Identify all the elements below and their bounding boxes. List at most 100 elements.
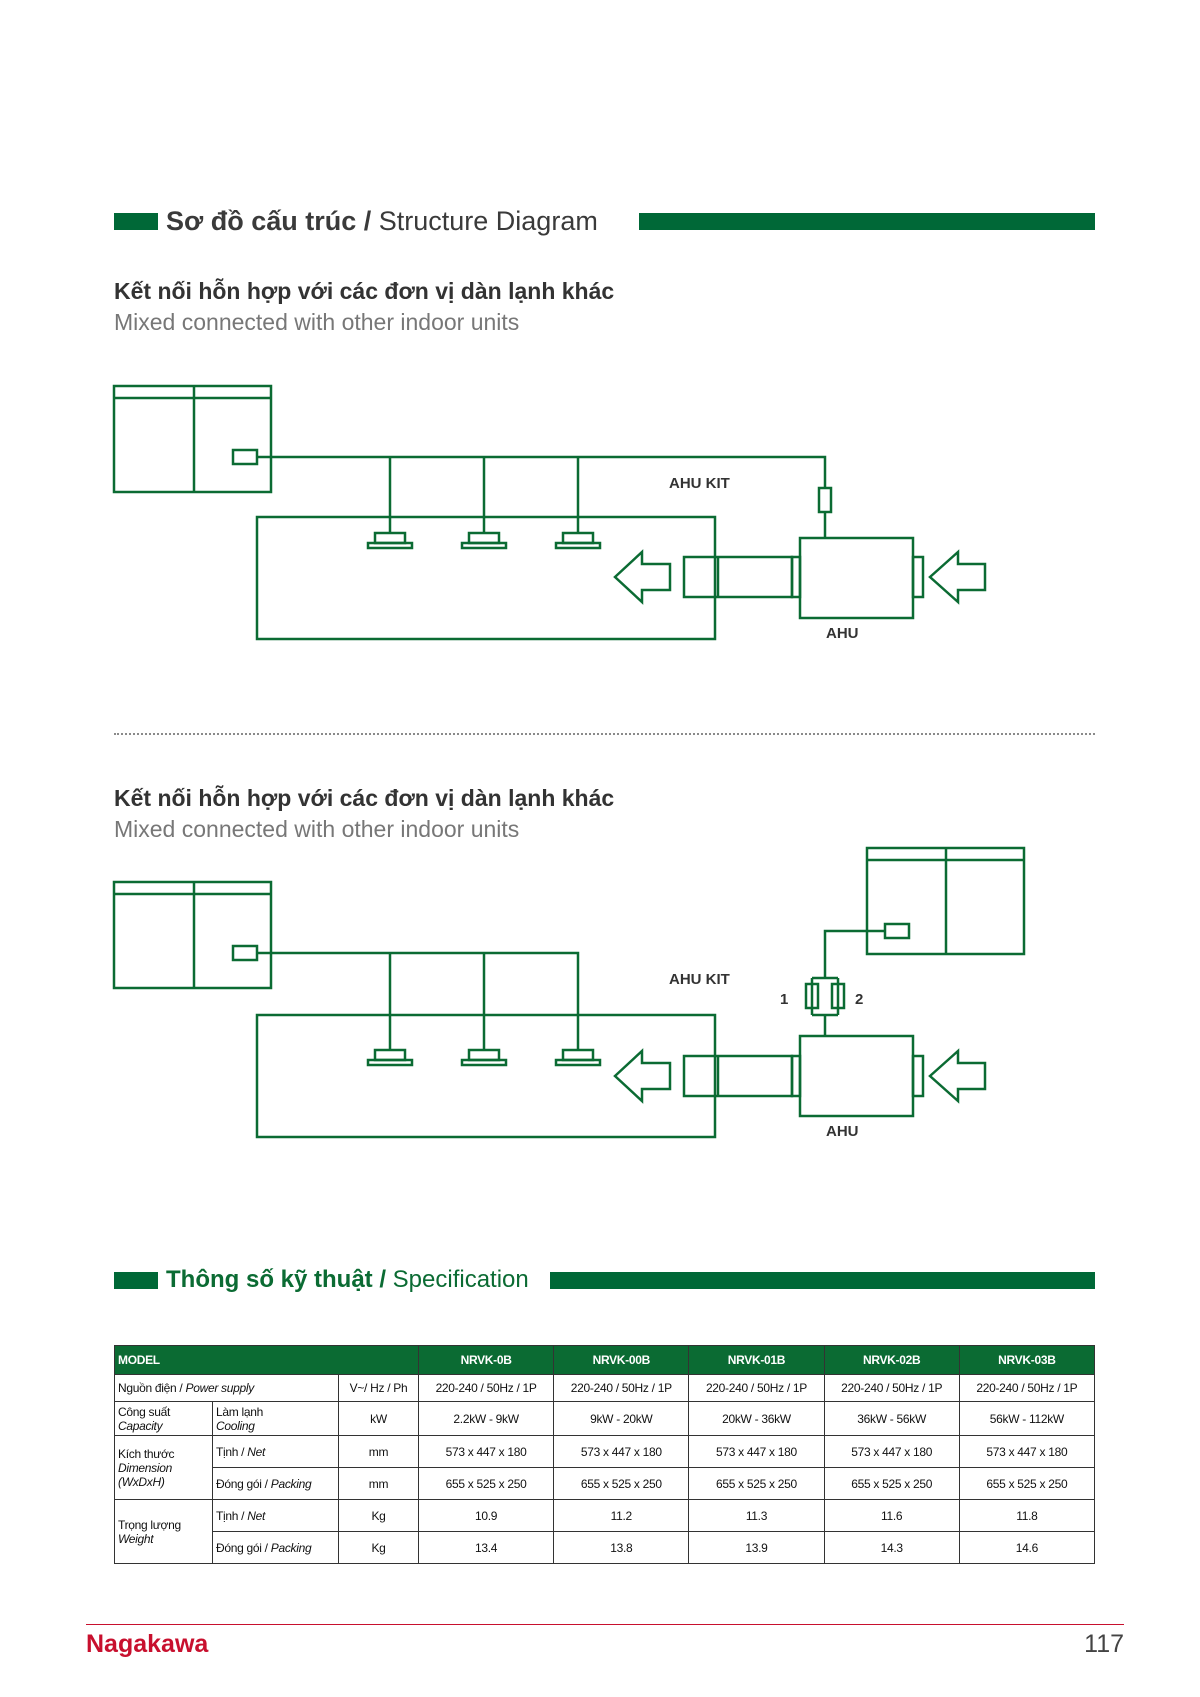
airflow-arrow-left xyxy=(613,549,672,605)
model-name: NRVK-0B xyxy=(417,1345,555,1375)
cassette-indoor-unit xyxy=(554,1048,602,1067)
air-duct xyxy=(682,1054,794,1098)
specification-heading: Thông số kỹ thuật / Specification xyxy=(114,1264,1095,1296)
refrigerant-pipe-1 xyxy=(257,951,580,1050)
model-name: NRVK-02B xyxy=(823,1345,960,1375)
table-row: Đóng gói / Packing Kg 13.4 13.8 13.9 14.… xyxy=(115,1531,1096,1564)
diagram1-heading-vi: Kết nối hỗn hợp với các đơn vị dàn lạnh … xyxy=(114,278,615,304)
value-cell: 220-240 / 50Hz / 1P xyxy=(958,1374,1096,1402)
model-name: NRVK-00B xyxy=(553,1345,690,1375)
section-divider xyxy=(114,733,1095,735)
row-sublabel: Tịnh / Net xyxy=(212,1435,339,1468)
value-cell: 11.8 xyxy=(958,1499,1096,1532)
row-label: Nguồn điện / Power supply xyxy=(114,1374,339,1402)
section-title: Sơ đồ cấu trúc / Structure Diagram xyxy=(166,206,598,236)
value-cell: 573 x 447 x 180 xyxy=(823,1435,960,1468)
ahu-label: AHU xyxy=(826,625,859,642)
diagram2-heading-en: Mixed connected with other indoor units xyxy=(114,816,520,842)
value-cell: 655 x 525 x 250 xyxy=(823,1467,960,1500)
value-cell: 655 x 525 x 250 xyxy=(958,1467,1096,1500)
ahu-unit xyxy=(798,1034,915,1118)
value-cell: 2.2kW - 9kW xyxy=(417,1401,555,1436)
brand-logo: Nagakawa xyxy=(86,1630,209,1658)
model-name: NRVK-01B xyxy=(688,1345,825,1375)
unit-cell: mm xyxy=(338,1467,419,1500)
value-cell: 56kW - 112kW xyxy=(958,1401,1096,1436)
structure-diagram-heading: Sơ đồ cấu trúc / Structure Diagram xyxy=(114,205,1095,237)
outdoor-unit xyxy=(112,384,273,494)
outdoor-unit-1 xyxy=(112,880,273,990)
row-sublabel: Tịnh / Net xyxy=(212,1499,339,1532)
table-header-row: MODEL NRVK-0B NRVK-00B NRVK-01B NRVK-02B… xyxy=(114,1345,1096,1375)
row-sublabel: Đóng gói / Packing xyxy=(212,1467,339,1500)
table-row: Nguồn điện / Power supply V~/ Hz / Ph 22… xyxy=(114,1374,1096,1402)
diagram2-heading-vi: Kết nối hỗn hợp với các đơn vị dàn lạnh … xyxy=(114,785,615,811)
value-cell: 220-240 / 50Hz / 1P xyxy=(417,1374,555,1402)
cassette-indoor-unit xyxy=(460,1048,508,1067)
row-sublabel: Đóng gói / Packing xyxy=(212,1531,339,1564)
unit-cell: mm xyxy=(338,1435,419,1468)
value-cell: 11.3 xyxy=(688,1499,825,1532)
cassette-indoor-unit xyxy=(460,531,508,550)
heading-bar-right xyxy=(639,213,1095,230)
ahu-label: AHU xyxy=(826,1123,859,1140)
value-cell: 11.6 xyxy=(823,1499,960,1532)
unit-cell: V~/ Hz / Ph xyxy=(338,1374,419,1402)
room-outline xyxy=(255,515,717,641)
kit-1-label: 1 xyxy=(780,991,788,1008)
ahu-unit xyxy=(798,536,915,620)
cassette-indoor-unit xyxy=(366,1048,414,1067)
value-cell: 220-240 / 50Hz / 1P xyxy=(823,1374,960,1402)
value-cell: 13.4 xyxy=(417,1531,555,1564)
air-duct xyxy=(682,555,794,599)
value-cell: 36kW - 56kW xyxy=(823,1401,960,1436)
unit-cell: Kg xyxy=(338,1531,419,1564)
airflow-arrow-right xyxy=(928,549,987,605)
unit-cell: Kg xyxy=(338,1499,419,1532)
value-cell: 11.2 xyxy=(553,1499,690,1532)
value-cell: 573 x 447 x 180 xyxy=(958,1435,1096,1468)
ahu-kit-box xyxy=(817,486,833,514)
value-cell: 13.9 xyxy=(688,1531,825,1564)
ahu-kit-label: AHU KIT xyxy=(669,971,730,988)
unit-cell: kW xyxy=(338,1401,419,1436)
outdoor-unit-2 xyxy=(865,846,1026,956)
kit-2-label: 2 xyxy=(855,991,863,1008)
page-number: 117 xyxy=(1084,1630,1124,1658)
value-cell: 655 x 525 x 250 xyxy=(688,1467,825,1500)
value-cell: 9kW - 20kW xyxy=(553,1401,690,1436)
airflow-arrow-left xyxy=(613,1048,672,1104)
ahu-kit-label: AHU KIT xyxy=(669,475,730,492)
value-cell: 655 x 525 x 250 xyxy=(417,1467,555,1500)
refrigerant-pipe xyxy=(257,455,827,488)
diagram1-heading-en: Mixed connected with other indoor units xyxy=(114,309,520,335)
heading-bar-left xyxy=(114,213,158,230)
structure-diagram-2: AHU KIT 1 2 AHU xyxy=(112,846,1026,1140)
room-outline xyxy=(255,1013,717,1139)
table-row: Đóng gói / Packing mm 655 x 525 x 250 65… xyxy=(115,1467,1096,1500)
cassette-indoor-unit xyxy=(554,531,602,550)
value-cell: 14.6 xyxy=(958,1531,1096,1564)
value-cell: 10.9 xyxy=(417,1499,555,1532)
specification-table: MODEL NRVK-0B NRVK-00B NRVK-01B NRVK-02B… xyxy=(114,1345,1096,1564)
value-cell: 573 x 447 x 180 xyxy=(688,1435,825,1468)
value-cell: 14.3 xyxy=(823,1531,960,1564)
value-cell: 573 x 447 x 180 xyxy=(553,1435,690,1468)
structure-diagram-1: AHU KIT AHU xyxy=(112,384,987,642)
heading-bar-left xyxy=(114,1272,158,1289)
ahu-kit-box-2 xyxy=(830,982,846,1010)
value-cell: 20kW - 36kW xyxy=(688,1401,825,1436)
model-name: NRVK-03B xyxy=(958,1345,1096,1375)
value-cell: 220-240 / 50Hz / 1P xyxy=(553,1374,690,1402)
ahu-kit-box-1 xyxy=(804,982,820,1010)
value-cell: 573 x 447 x 180 xyxy=(417,1435,555,1468)
value-cell: 655 x 525 x 250 xyxy=(553,1467,690,1500)
model-label: MODEL xyxy=(114,1345,419,1375)
